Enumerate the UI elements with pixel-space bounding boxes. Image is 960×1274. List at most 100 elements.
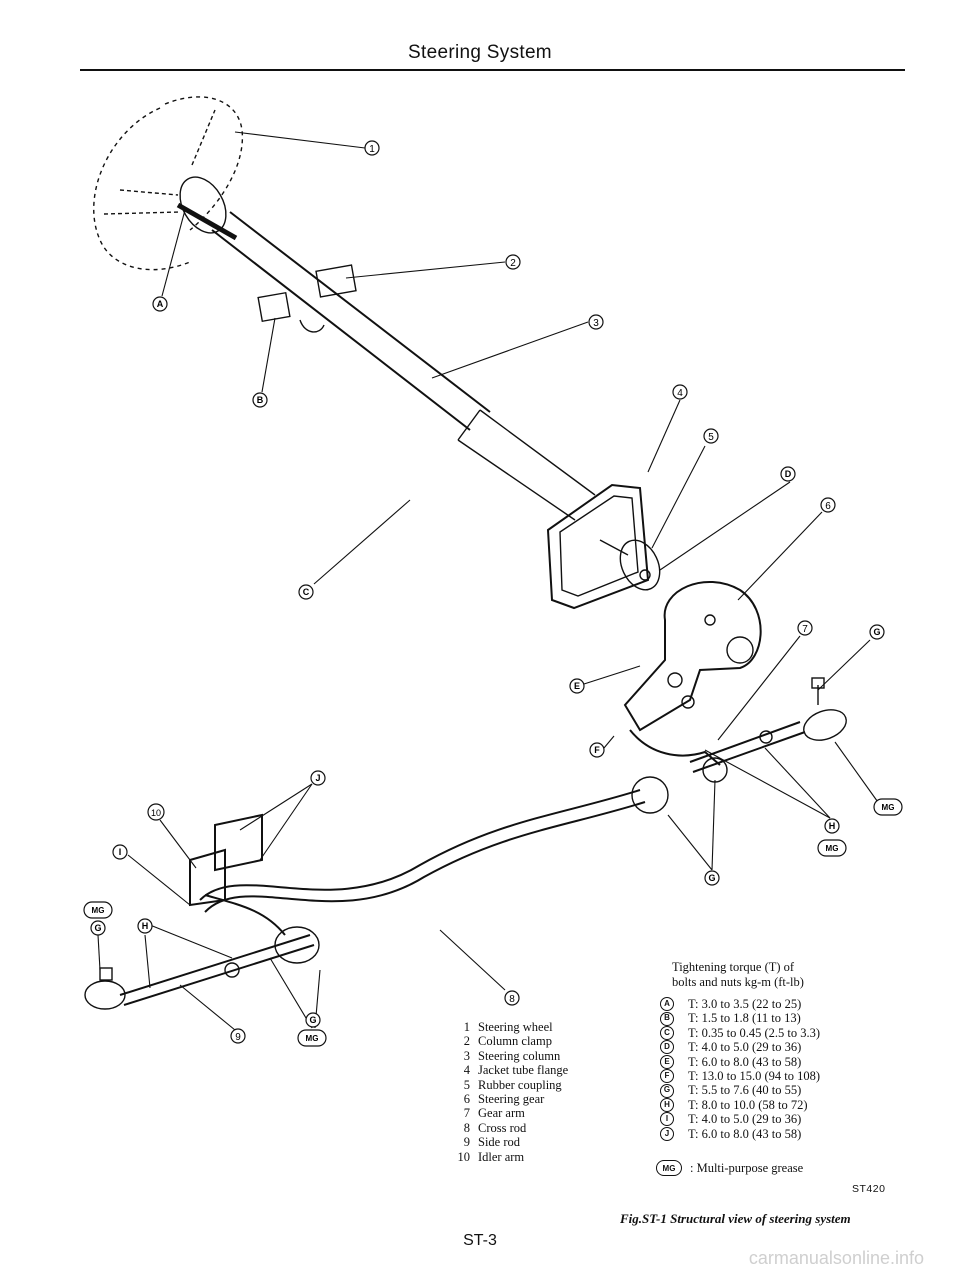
svg-text:7: 7 — [802, 624, 808, 635]
svg-text:1: 1 — [369, 144, 375, 155]
watermark: carmanualsonline.info — [748, 1248, 924, 1268]
svg-text:B: B — [257, 395, 264, 405]
svg-text:10: 10 — [151, 808, 161, 818]
svg-text:5: 5 — [708, 432, 714, 443]
callout-9: 9 — [230, 1028, 246, 1044]
grease-legend: MG : Multi-purpose grease — [656, 1160, 803, 1176]
cross-rod — [199, 757, 728, 913]
jacket-tube-flange — [546, 483, 650, 610]
code-badge: J — [660, 1126, 674, 1141]
svg-text:D: D — [785, 469, 792, 479]
callout-MG-right: MG — [873, 798, 903, 816]
callout-4: 4 — [672, 384, 688, 400]
svg-text:9: 9 — [235, 1032, 241, 1043]
callout-E: E — [569, 678, 585, 694]
callout-H-right: H — [824, 818, 840, 834]
svg-text:C: C — [303, 587, 310, 597]
mg-badge: MG — [656, 1160, 682, 1176]
svg-text:G: G — [873, 627, 880, 637]
callout-MG-left: MG — [83, 901, 113, 919]
code-badge: C — [660, 1026, 674, 1041]
callout-8: 8 — [504, 990, 520, 1006]
steering-column — [176, 202, 596, 521]
right-side-rod — [689, 677, 847, 773]
callout-G-right-top: G — [869, 624, 885, 640]
svg-text:3: 3 — [593, 318, 599, 329]
svg-text:G: G — [309, 1015, 316, 1025]
svg-text:G: G — [94, 923, 101, 933]
callout-I: I — [112, 844, 128, 860]
svg-text:4: 4 — [677, 388, 683, 399]
callout-A: A — [152, 296, 168, 312]
svg-text:A: A — [157, 299, 164, 309]
svg-text:H: H — [142, 921, 149, 931]
svg-text:J: J — [315, 773, 320, 783]
code-badge: D — [660, 1040, 674, 1055]
callout-G-center: G — [704, 870, 720, 886]
figure-caption: Fig.ST-1 Structural view of steering sys… — [620, 1211, 851, 1226]
code-badge: F — [660, 1069, 674, 1084]
svg-text:G: G — [708, 873, 715, 883]
steering-wheel — [93, 96, 244, 271]
svg-text:E: E — [574, 681, 580, 691]
figure-code: ST420 — [852, 1183, 886, 1195]
column-clamp — [257, 264, 357, 333]
gear-arm — [629, 729, 721, 766]
svg-text:2: 2 — [510, 258, 516, 269]
callout-G-left: G — [90, 920, 106, 936]
svg-text:8: 8 — [509, 994, 515, 1005]
callout-D: D — [780, 466, 796, 482]
callout-MG-right-lower: MG — [817, 839, 847, 857]
callout-5: 5 — [703, 428, 719, 444]
svg-text:MG: MG — [92, 906, 105, 915]
callout-6: 6 — [820, 497, 836, 513]
callout-B: B — [252, 392, 268, 408]
code-badge: B — [660, 1011, 674, 1026]
code-badge: H — [660, 1098, 674, 1113]
svg-text:MG: MG — [826, 844, 839, 853]
callout-10: 10 — [147, 803, 165, 821]
torque-table-title: Tightening torque (T) of bolts and nuts … — [672, 960, 804, 989]
rubber-coupling — [599, 539, 661, 591]
page-number: ST-3 — [463, 1232, 497, 1249]
callout-3: 3 — [588, 314, 604, 330]
code-badge: I — [660, 1112, 674, 1127]
code-badge: A — [660, 997, 674, 1012]
svg-text:6: 6 — [825, 501, 831, 512]
callout-2: 2 — [505, 254, 521, 270]
left-side-rod — [84, 926, 320, 1010]
callout-MG-bottom: MG — [297, 1029, 327, 1047]
callout-F: F — [589, 742, 605, 758]
callout-G-bottom: G — [305, 1012, 321, 1028]
callout-7: 7 — [797, 620, 813, 636]
code-badge: G — [660, 1083, 674, 1098]
header-rule — [80, 69, 905, 71]
callout-H-left: H — [137, 918, 153, 934]
page-title: Steering System — [408, 42, 552, 63]
svg-text:F: F — [594, 745, 600, 755]
code-badge: E — [660, 1054, 674, 1069]
svg-text:H: H — [829, 821, 836, 831]
svg-text:MG: MG — [882, 803, 895, 812]
